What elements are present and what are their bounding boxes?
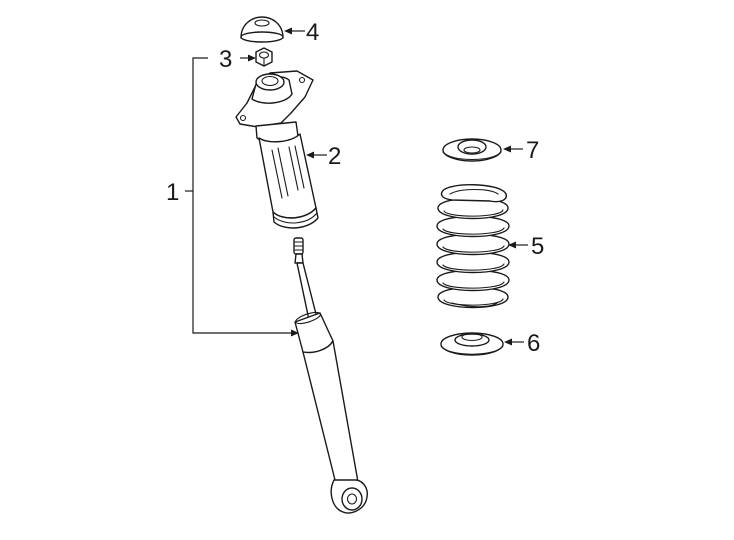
callout-4: 4 bbox=[306, 19, 319, 46]
callout-bracket-1 bbox=[185, 57, 299, 337]
callout-3: 3 bbox=[219, 46, 232, 73]
callout-7: 7 bbox=[526, 137, 539, 164]
coil-spring bbox=[436, 184, 510, 309]
callout-6: 6 bbox=[527, 330, 540, 357]
dust-cap bbox=[240, 16, 284, 43]
lock-nut bbox=[255, 47, 273, 67]
callout-2: 2 bbox=[328, 143, 341, 170]
upper-spring-seat bbox=[442, 138, 502, 162]
leader-lines bbox=[240, 27, 528, 346]
lower-spring-seat bbox=[440, 332, 504, 356]
shock-absorber bbox=[293, 237, 368, 514]
upper-mount-and-boot bbox=[235, 70, 319, 229]
callout-5: 5 bbox=[531, 233, 544, 260]
callout-1: 1 bbox=[166, 179, 179, 206]
